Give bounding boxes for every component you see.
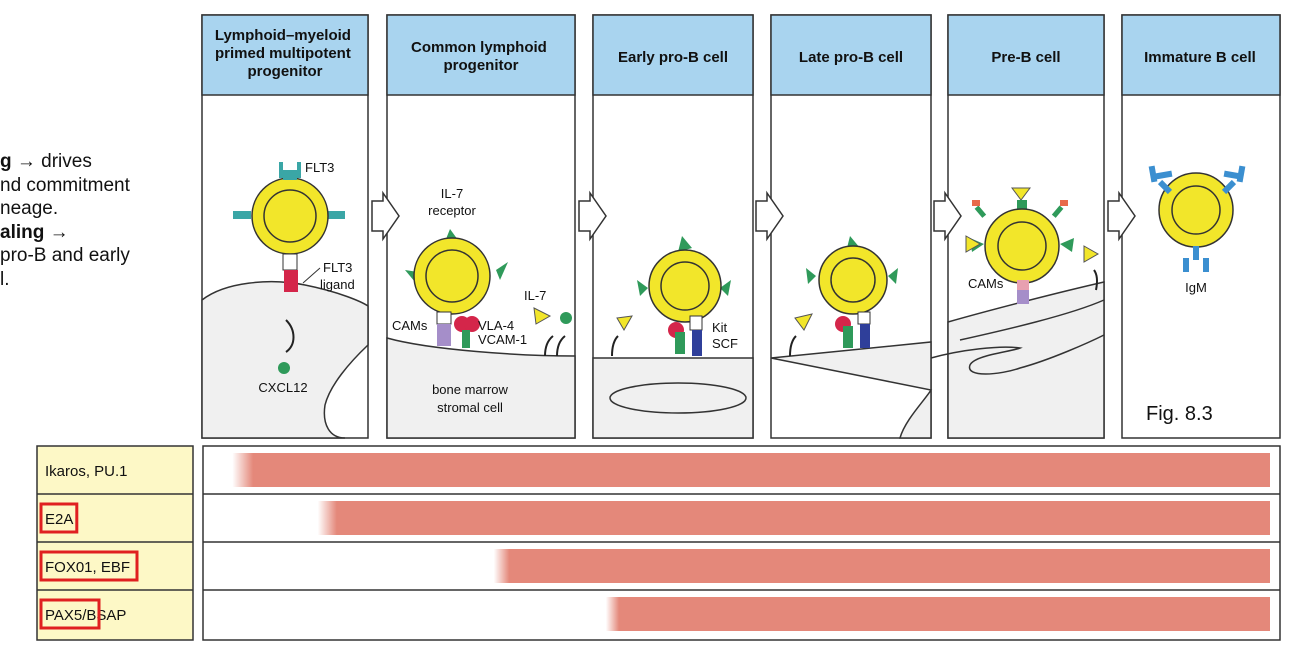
stage-5-header: Pre-B cell: [991, 49, 1060, 66]
secretion-arrow-5: [789, 335, 797, 357]
tf-label-2: E2A: [45, 511, 73, 528]
caption-bold-1: g: [0, 151, 12, 172]
cxcl12-molecule-2: [560, 312, 572, 324]
stage-6-header: Immature B cell: [1144, 49, 1256, 66]
flt3-label: FLT3: [305, 160, 334, 175]
kit-label: Kit: [712, 320, 728, 335]
secretion-arrow-6: [1093, 269, 1099, 291]
stage-4-header: Late pro-B cell: [799, 49, 903, 66]
flt3-ligand-label-1: FLT3: [323, 260, 352, 275]
stromal-cell-1: [201, 281, 369, 439]
cams-label: CAMs: [392, 318, 428, 333]
nucleus-shape: [609, 382, 747, 414]
stromal-extension-2: [959, 299, 1105, 341]
transition-arrow-5: [1107, 190, 1136, 242]
stromal-cell-2: [386, 337, 576, 439]
tf-label-1: Ikaros, PU.1: [45, 463, 128, 480]
transition-arrow-2: [578, 190, 607, 242]
pre-b-cell: [965, 187, 1074, 304]
caption-text-6: l.: [0, 268, 10, 290]
cxcl12-label: CXCL12: [258, 380, 307, 395]
tf-expression-bar-1: [232, 453, 1271, 487]
caption-text-5: pro-B and early: [0, 245, 130, 266]
transition-arrow-1: [371, 190, 400, 242]
stage-3-header: Early pro-B cell: [618, 49, 728, 66]
stromal-cell-4: [770, 341, 933, 439]
vla4-label: VLA-4: [478, 318, 514, 333]
immature-b-cell: [1148, 165, 1246, 272]
il7-receptor-label-2: receptor: [428, 203, 476, 218]
stage-2-header: Common lymphoid progenitor: [411, 39, 551, 74]
secretion-arrow-3: [556, 335, 566, 357]
il7-label: IL-7: [524, 288, 546, 303]
tf-expression-bar-3: [493, 549, 1270, 583]
tf-labels-panel: [36, 445, 194, 641]
progenitor-cell-1: [233, 162, 345, 292]
late-pro-b-cell: [806, 236, 898, 348]
il7-triangle-2: [616, 315, 633, 331]
stromal-cell-5: [947, 281, 1105, 439]
tf-label-4: PAX5/BSAP: [45, 607, 126, 624]
il7-receptor-label-1: IL-7: [441, 186, 463, 201]
il7-triangle-4: [1083, 245, 1100, 263]
cams-preb-label: CAMs: [968, 276, 1004, 291]
scf-label: SCF: [712, 336, 738, 351]
vcam1-label: VCAM-1: [478, 332, 527, 347]
left-caption-text: g → drives nd commitment neage. aling → …: [0, 150, 190, 291]
secretion-arrow-4: [611, 335, 619, 357]
transition-arrow-3: [755, 190, 784, 242]
caption-text-1: → drives: [11, 151, 92, 172]
caption-text-3: neage.: [0, 198, 59, 219]
stage-1-header: Lymphoid–myeloid primed multipotent prog…: [215, 27, 355, 80]
tf-highlight-box-4: [39, 598, 101, 630]
stromal-cell-label-2: stromal cell: [437, 400, 503, 415]
tf-highlight-box-3: [39, 550, 139, 582]
transition-arrow-4: [933, 190, 962, 242]
secretion-arrow-2: [544, 335, 554, 357]
tf-expression-bar-4: [605, 597, 1270, 631]
early-pro-b-cell: [637, 236, 731, 356]
stromal-extension: [930, 334, 1105, 375]
caption-bold-4: aling →: [0, 221, 69, 243]
cxcl12-molecule: [278, 362, 290, 374]
stage-panel-6: Immature B cell: [1121, 14, 1281, 439]
igm-label: IgM: [1185, 280, 1207, 295]
caption-text-2: nd commitment: [0, 174, 130, 196]
tf-expression-bar-2: [317, 501, 1270, 535]
figure-label: Fig. 8.3: [1146, 403, 1213, 425]
progenitor-cell-2: [405, 229, 508, 348]
secretion-arrow-1: [285, 319, 295, 353]
stromal-cell-label-1: bone marrow: [432, 382, 508, 397]
tf-highlight-box-2: [39, 502, 79, 534]
il7-triangle: [533, 307, 552, 325]
flt3-ligand-label-2: ligand: [320, 277, 355, 292]
tf-label-3: FOX01, EBF: [45, 559, 130, 576]
il7-triangle-3: [794, 313, 813, 331]
